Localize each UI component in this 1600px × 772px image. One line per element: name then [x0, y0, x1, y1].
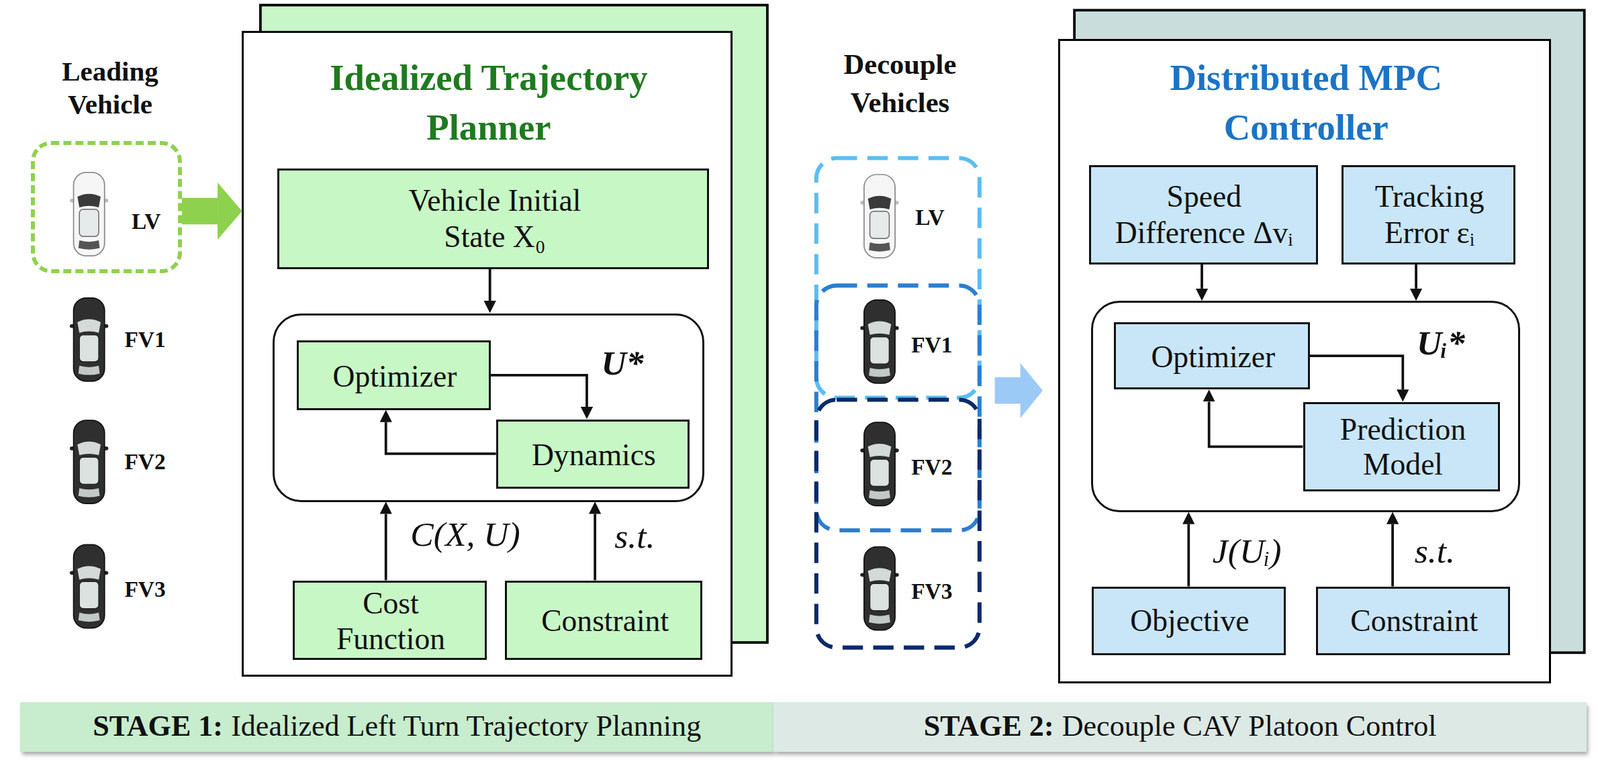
connector-arrow — [386, 422, 497, 454]
car-icon — [860, 300, 900, 384]
connector-arrow — [593, 514, 597, 581]
vehicle-label: FV1 — [124, 326, 166, 354]
vehicle-label: LV — [131, 208, 161, 235]
edge-label: U* — [600, 342, 644, 385]
vehicle-label: FV3 — [124, 576, 166, 603]
box-text: Optimizer — [302, 357, 487, 395]
edge-label: Uᵢ* — [1416, 322, 1466, 364]
vehicle-label: FV3 — [911, 578, 953, 605]
box-text: Cost Function — [319, 586, 463, 657]
car-icon — [69, 172, 109, 256]
car-icon — [860, 174, 900, 258]
car-icon — [69, 544, 109, 628]
process-box: Cost Function — [292, 580, 487, 661]
connector-arrow — [1391, 524, 1394, 587]
car-icon — [860, 422, 900, 506]
vehicle-label: FV2 — [911, 453, 953, 481]
connector-arrow — [1309, 355, 1403, 390]
box-text: Constraint — [511, 602, 699, 640]
connector-arrow — [1414, 263, 1418, 289]
stage-band: STAGE 1:Idealized Left Turn Trajectory P… — [20, 702, 774, 752]
band-text: Decouple CAV Platoon Control — [1062, 709, 1437, 745]
connector-arrow — [1200, 263, 1204, 289]
stage-band: STAGE 2:Decouple CAV Platoon Control — [773, 702, 1587, 752]
stage-panel: Vehicle Initial State X₀ OptimizerDynamic… — [241, 30, 733, 677]
band-heading: STAGE 2: — [923, 709, 1055, 745]
band-text: Idealized Left Turn Trajectory Planning — [230, 709, 701, 745]
stage-panel: Speed Difference Δvᵢ Tracking Error εᵢ Opt… — [1058, 38, 1551, 684]
connector-arrow — [1209, 401, 1304, 447]
process-box: Prediction Model — [1303, 402, 1500, 493]
edge-label: C(X, U) — [410, 513, 521, 556]
process-box: Speed Difference Δvᵢ — [1089, 165, 1319, 264]
process-box: Optimizer — [1113, 322, 1310, 390]
box-text: Prediction Model — [1315, 411, 1490, 483]
edge-label: J(Uᵢ) — [1212, 530, 1282, 573]
process-box: Constraint — [1315, 586, 1511, 656]
process-box: Dynamics — [496, 419, 691, 489]
edge-label: s.t. — [614, 515, 655, 558]
group-outline — [816, 285, 980, 531]
vehicle-group: Leading VehicleLV — [30, 140, 182, 274]
connector-arrow — [384, 514, 388, 581]
optimization-loop: OptimizerDynamics — [272, 313, 705, 503]
process-box: Tracking Error εᵢ — [1341, 165, 1515, 264]
vehicle-label: FV1 — [911, 331, 953, 359]
process-box: Optimizer — [296, 340, 491, 410]
box-text: Speed Difference Δvᵢ — [1104, 178, 1304, 252]
edge-label: s.t. — [1414, 530, 1455, 573]
group-outline — [816, 157, 980, 398]
process-box: Objective — [1091, 586, 1286, 656]
box-text: Tracking Error εᵢ — [1348, 178, 1512, 252]
connector-arrow — [490, 375, 587, 407]
box-text: Optimizer — [1120, 338, 1307, 376]
group-outline — [816, 400, 980, 648]
box-text: Objective — [1097, 602, 1282, 640]
flow-arrow — [995, 363, 1043, 419]
car-icon — [69, 420, 109, 504]
vehicle-label: LV — [915, 204, 945, 231]
group-heading: Leading Vehicle — [18, 55, 203, 121]
panel-title: Idealized Trajectory Planner — [284, 53, 693, 153]
vehicle-label: FV2 — [124, 448, 166, 476]
panel-title: Distributed MPC Controller — [1132, 53, 1480, 153]
box-text: Dynamics — [502, 436, 687, 474]
car-icon — [69, 298, 109, 382]
process-box: Constraint — [504, 580, 702, 661]
process-box: Vehicle Initial State X₀ — [277, 168, 710, 270]
box-text: Vehicle Initial State X₀ — [385, 182, 605, 256]
connector-arrow — [1187, 524, 1190, 587]
group-heading: Decouple Vehicles — [818, 44, 982, 123]
band-heading: STAGE 1: — [92, 709, 223, 745]
flow-arrow — [181, 198, 218, 225]
connector-arrow — [488, 269, 492, 301]
box-text: Constraint — [1322, 602, 1507, 640]
car-icon — [860, 546, 900, 630]
